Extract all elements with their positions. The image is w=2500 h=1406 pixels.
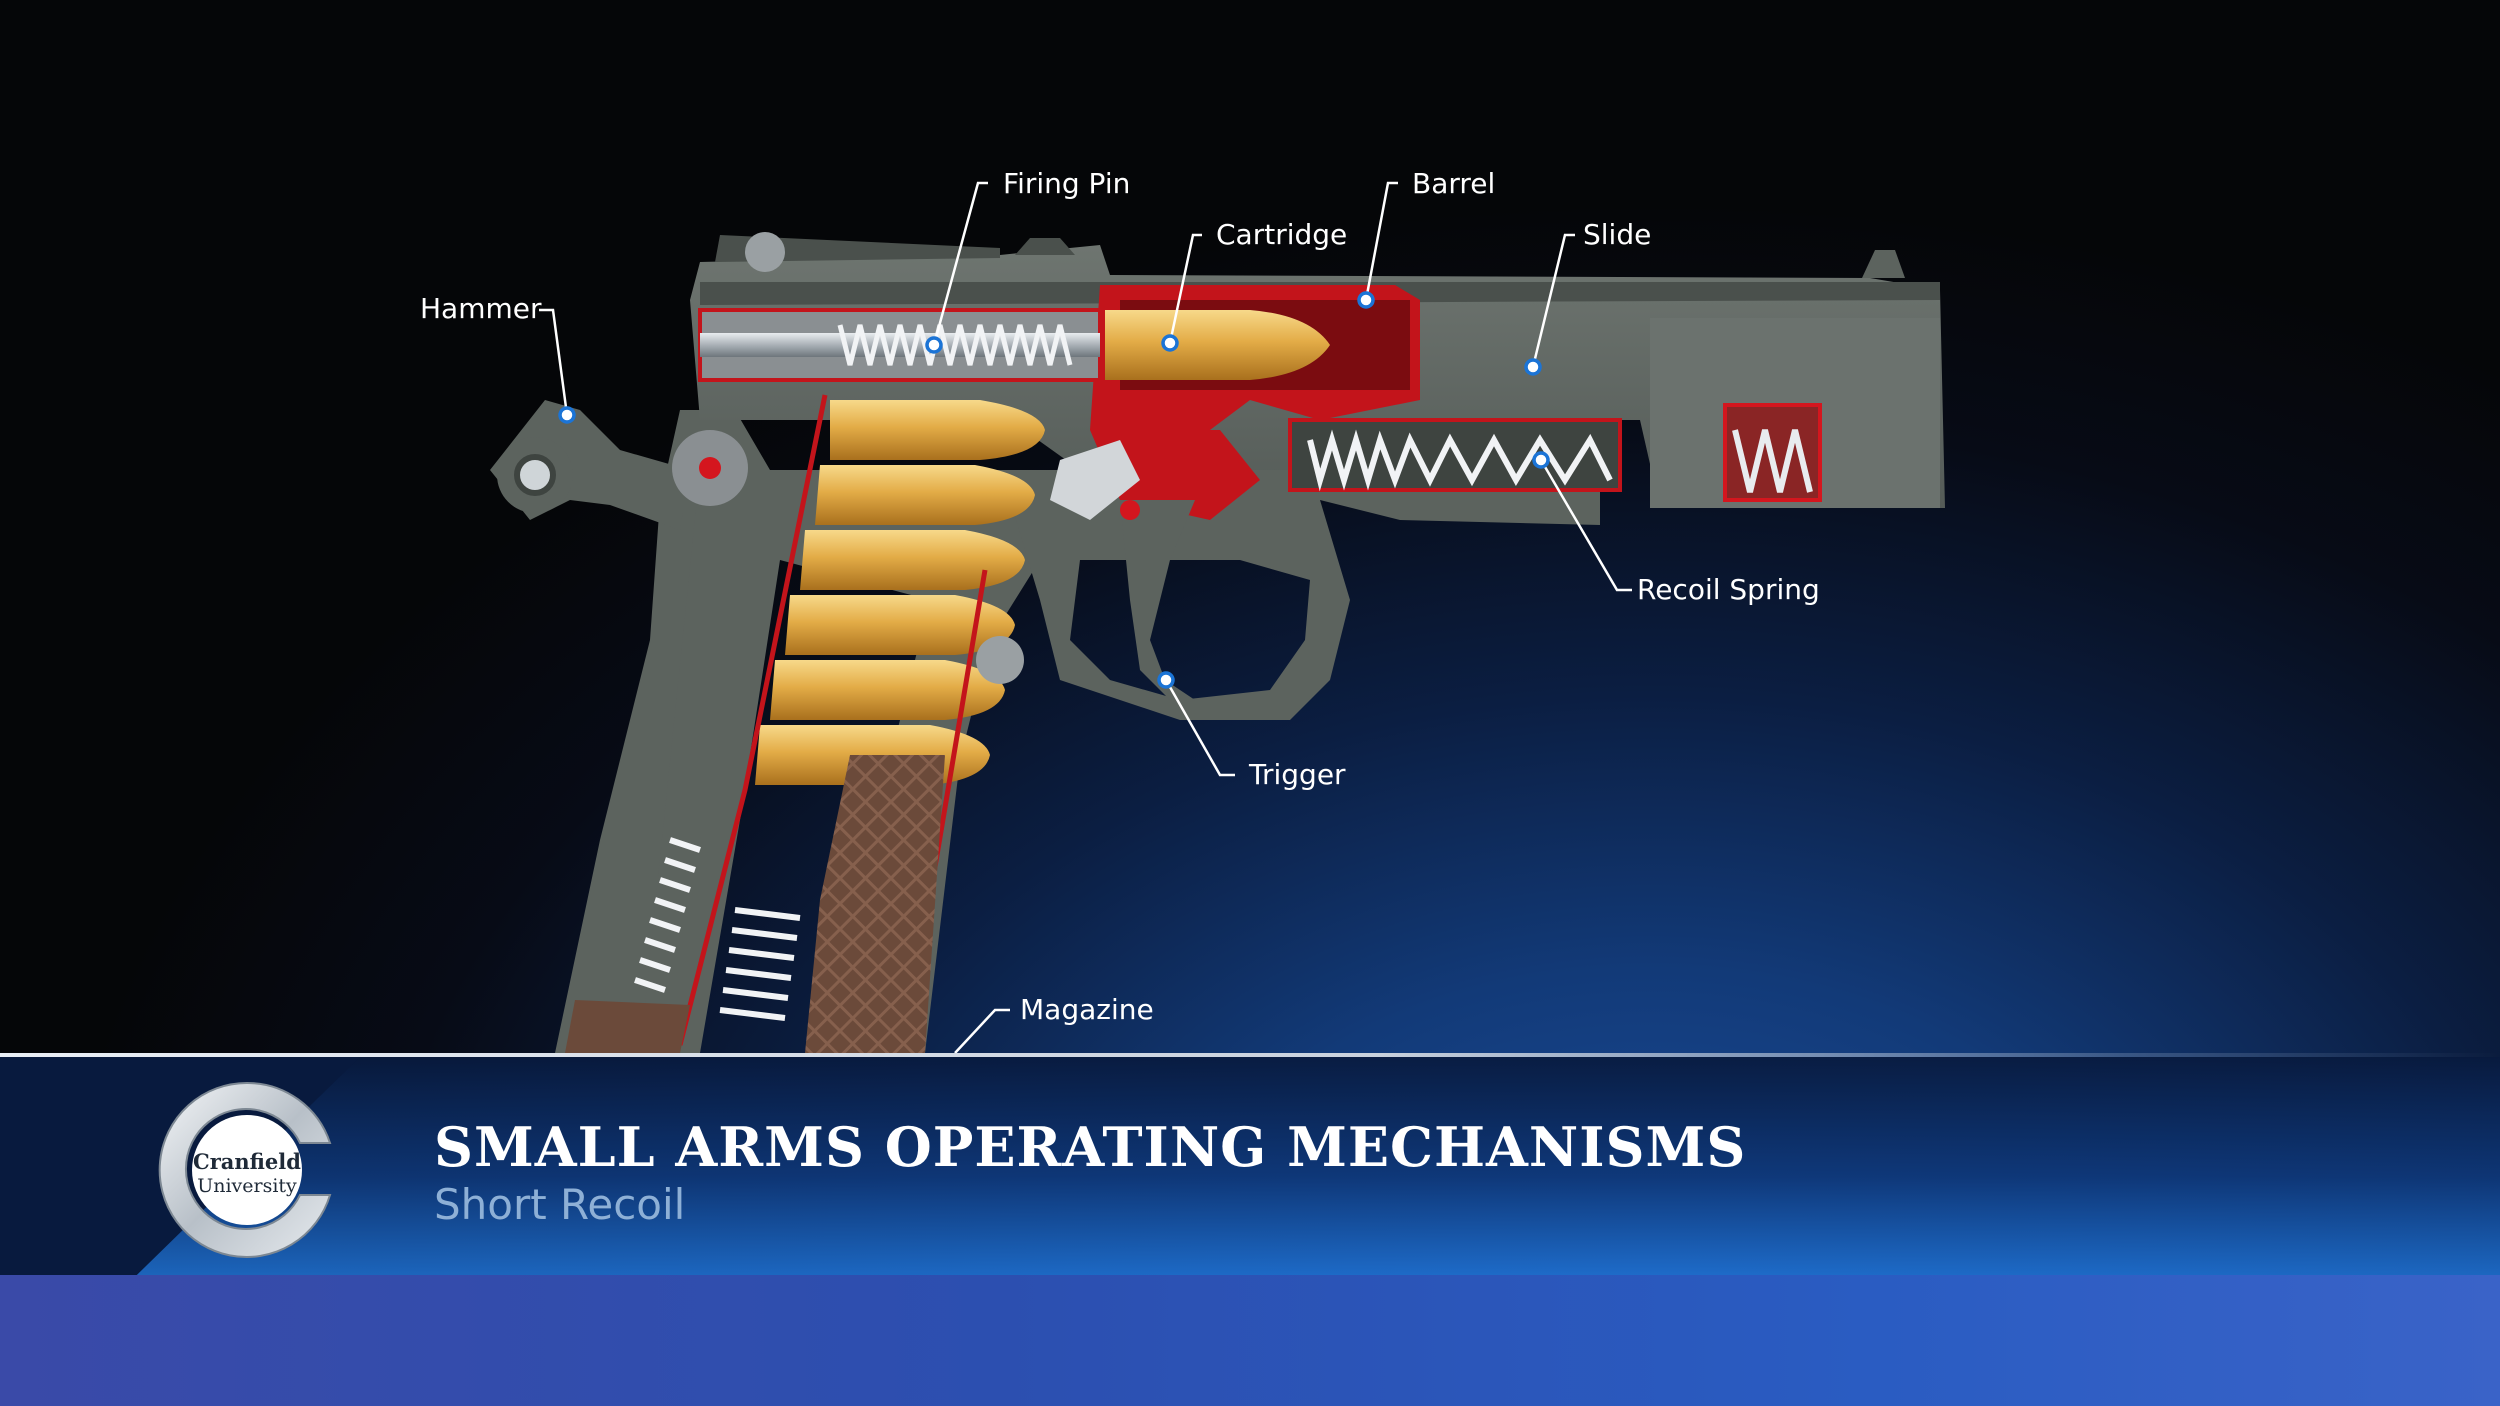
logo-text-line1: Cranfield xyxy=(193,1149,301,1174)
magazine-spring-coils xyxy=(720,910,800,1018)
rear-sight-knob xyxy=(745,232,785,272)
logo-text-line2: University xyxy=(197,1175,297,1197)
grip-bottom-panel xyxy=(565,1000,690,1053)
callout-magazine: Magazine xyxy=(955,993,1154,1053)
firing-pin-rod xyxy=(700,333,1100,357)
label-cartridge: Cartridge xyxy=(1216,218,1347,251)
label-barrel: Barrel xyxy=(1412,167,1495,200)
cranfield-university-logo: Cranfield University xyxy=(150,1075,345,1265)
slide-stop-cap xyxy=(1015,238,1075,255)
label-hammer: Hammer xyxy=(420,292,542,325)
hammer-red-pin xyxy=(699,457,721,479)
banner-subtitle: Short Recoil xyxy=(434,1180,685,1229)
chambered-cartridge xyxy=(1105,310,1330,380)
banner-title: SMALL ARMS OPERATING MECHANISMS xyxy=(434,1115,1746,1179)
bottom-color-band xyxy=(0,1275,2500,1406)
label-slide: Slide xyxy=(1583,218,1651,251)
label-recoil-spring: Recoil Spring xyxy=(1637,573,1820,606)
trigger-pivot xyxy=(1120,500,1140,520)
label-trigger: Trigger xyxy=(1248,758,1346,791)
grip-panel xyxy=(805,755,945,1053)
pistol-artwork xyxy=(490,232,1945,1053)
frame-screw xyxy=(976,636,1024,684)
label-magazine: Magazine xyxy=(1020,993,1154,1026)
hammer-pivot-hole xyxy=(517,457,553,493)
label-firing-pin: Firing Pin xyxy=(1003,167,1130,200)
front-sight xyxy=(1862,250,1905,278)
